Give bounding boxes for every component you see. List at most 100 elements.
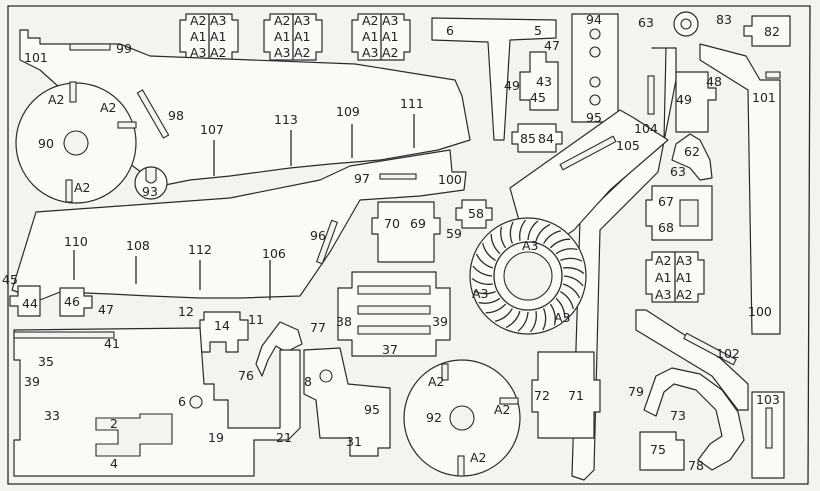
disc-92: A2 A2 A2 92 — [403, 359, 521, 477]
toothed-ring-hole — [503, 251, 553, 301]
disc-90-notch-bottom — [65, 179, 73, 203]
ring-wedge-3: A3 — [554, 310, 571, 325]
ring-tooth — [519, 219, 527, 241]
part-110-arm — [11, 149, 467, 301]
label-100b: 100 — [748, 304, 772, 319]
part-75 — [639, 431, 685, 471]
block-4-cell-5: A3 — [655, 287, 672, 302]
hole-95-1 — [589, 76, 601, 88]
label-69: 69 — [410, 216, 426, 231]
slot-101 — [765, 71, 781, 79]
part-67-68 — [645, 185, 713, 241]
disc-90-notch-right — [117, 121, 137, 129]
label-45b: 45 — [2, 272, 18, 287]
block-2-cell-5: A3 — [274, 45, 291, 60]
label-39: 39 — [432, 314, 448, 329]
disc-92-notch-bottom — [457, 455, 465, 477]
slot-105 — [559, 135, 617, 171]
label-100: 100 — [438, 172, 462, 187]
label-82: 82 — [764, 24, 780, 39]
label-4: 4 — [110, 456, 118, 471]
label-85: 85 — [520, 131, 536, 146]
label-113: 113 — [274, 112, 298, 127]
part-62 — [671, 133, 713, 181]
hole-94-1 — [589, 28, 601, 40]
label-63: 63 — [638, 15, 654, 30]
label-72: 72 — [534, 388, 550, 403]
block-1-cell-2: A3 — [210, 13, 227, 28]
label-59: 59 — [446, 226, 462, 241]
block-1-cell-1: A2 — [190, 13, 207, 28]
grille-slot-2 — [357, 305, 431, 315]
label-112: 112 — [188, 242, 212, 257]
label-44: 44 — [22, 296, 38, 311]
label-110: 110 — [64, 234, 88, 249]
disc-90-wedge-right: A2 — [100, 100, 117, 115]
ring-tooth — [505, 310, 521, 329]
label-49b: 49 — [676, 92, 692, 107]
label-31: 31 — [346, 434, 362, 449]
label-43: 43 — [536, 74, 552, 89]
part-43-45 — [519, 51, 559, 111]
ring-tooth — [472, 265, 493, 277]
part-46 — [59, 287, 93, 317]
ring-tooth — [500, 226, 507, 249]
label-93: 93 — [142, 184, 158, 199]
label-92: 92 — [426, 410, 442, 425]
slot-99 — [69, 43, 111, 51]
ring-tooth — [529, 311, 537, 333]
ring-wedge-1: A3 — [522, 238, 539, 253]
disc-90: A2 A2 A2 90 — [15, 81, 137, 204]
hole-94-2 — [589, 46, 601, 58]
block-1-cell-4: A1 — [210, 29, 227, 44]
label-108: 108 — [126, 238, 150, 253]
label-41: 41 — [104, 336, 120, 351]
label-6b: 6 — [178, 394, 186, 409]
hole-8 — [319, 369, 333, 383]
label-68: 68 — [658, 220, 674, 235]
ring-tooth — [563, 275, 584, 287]
ring-tooth — [527, 220, 539, 241]
block-4-cell-6: A2 — [676, 287, 693, 302]
label-75: 75 — [650, 442, 666, 457]
ring-tooth — [560, 257, 583, 262]
label-90: 90 — [38, 136, 54, 151]
label-67: 67 — [658, 194, 674, 209]
ring-tooth — [490, 233, 501, 255]
part-102 — [635, 309, 749, 411]
letter-block-3: A2 A3 A1 A1 A3 A2 — [351, 13, 411, 61]
ring-tooth — [482, 242, 496, 261]
disc-92-wedge-right: A2 — [494, 402, 511, 417]
label-78: 78 — [688, 458, 704, 473]
slot-97 — [379, 173, 417, 180]
ring-wedge-2: A3 — [472, 286, 489, 301]
ring-tooth — [509, 221, 514, 244]
ring-tooth — [555, 297, 566, 319]
label-63b: 63 — [670, 164, 686, 179]
ring-tooth — [542, 308, 547, 331]
part-101-right — [699, 43, 781, 335]
label-95b: 95 — [364, 402, 380, 417]
label-84: 84 — [538, 131, 554, 146]
ring-tooth — [471, 277, 493, 285]
part-base — [13, 327, 301, 477]
toothed-ring-teeth — [471, 219, 585, 333]
block-3-cell-3: A1 — [362, 29, 379, 44]
label-48: 48 — [706, 74, 722, 89]
label-45: 45 — [530, 90, 546, 105]
sheet-border — [7, 5, 811, 485]
block-3-cell-2: A3 — [382, 13, 399, 28]
label-35: 35 — [38, 354, 54, 369]
label-106: 106 — [262, 246, 286, 261]
disc-92-wedge-left: A2 — [428, 374, 445, 389]
label-105: 105 — [616, 138, 640, 153]
label-19: 19 — [208, 430, 224, 445]
label-6: 6 — [446, 23, 454, 38]
label-99: 99 — [116, 41, 132, 56]
disc-90-hole — [63, 130, 89, 156]
hole-95-2 — [589, 94, 601, 106]
block-4-cell-1: A2 — [655, 253, 672, 268]
part-58 — [455, 199, 493, 229]
label-38: 38 — [336, 314, 352, 329]
